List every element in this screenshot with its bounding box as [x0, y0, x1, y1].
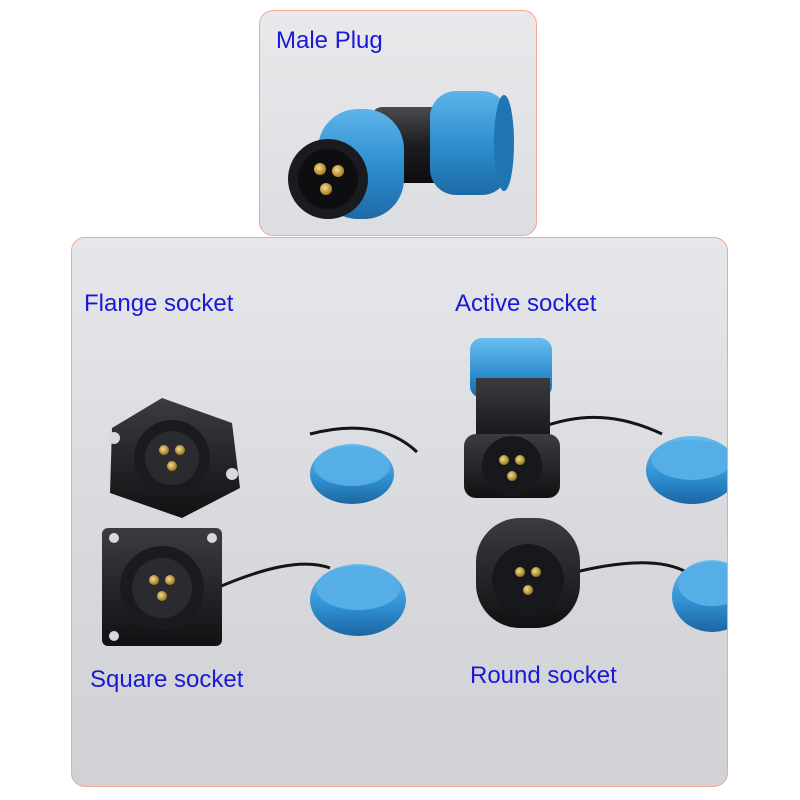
- male-plug-panel: Male Plug: [259, 10, 537, 236]
- active-socket-image: [464, 338, 727, 504]
- male-plug-label: Male Plug: [276, 27, 383, 54]
- round-socket-image: [476, 518, 727, 632]
- flange-socket-label: Flange socket: [84, 290, 234, 317]
- square-socket-label: Square socket: [90, 666, 244, 693]
- sockets-panel: Flange socket Active socket Square socke…: [71, 237, 728, 787]
- sockets-image: [102, 338, 727, 646]
- male-plug-image: [288, 91, 514, 219]
- round-socket-label: Round socket: [470, 662, 617, 689]
- active-socket-label: Active socket: [455, 290, 597, 317]
- flange-socket-image: [108, 398, 419, 518]
- square-socket-image: [102, 528, 406, 646]
